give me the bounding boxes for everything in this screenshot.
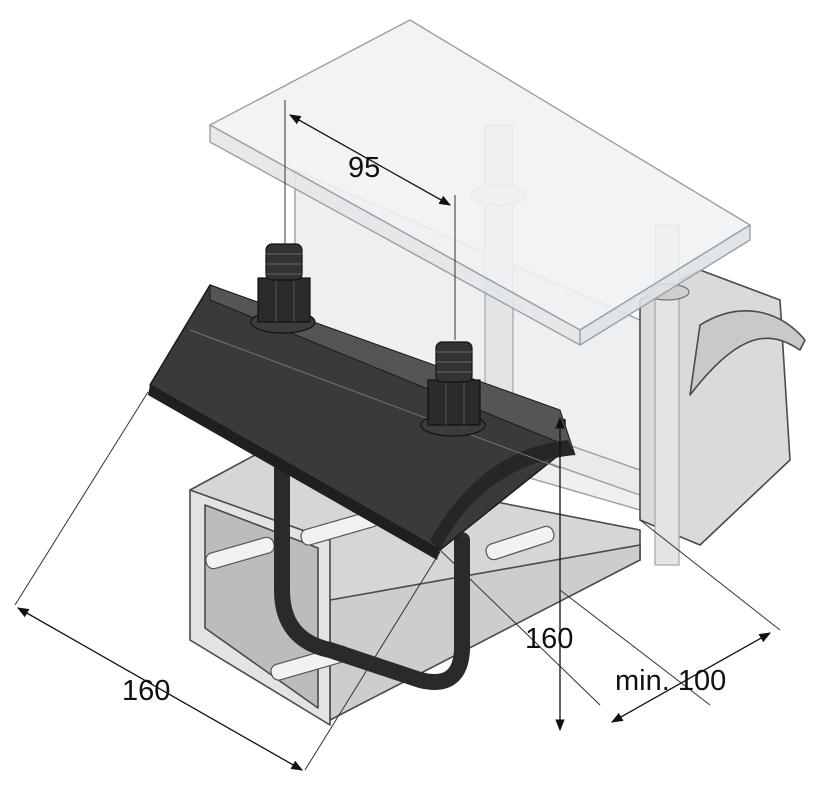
clamp-plate-edge [148, 385, 440, 560]
tube-slot [205, 536, 275, 570]
tube-slot [485, 525, 555, 561]
dim-line-95 [288, 114, 452, 206]
dimension-95: 95 [284, 100, 456, 340]
beam-top-flange-edge-right [579, 224, 751, 346]
dim-label-160-width: 160 [122, 675, 170, 707]
bolt-left [250, 243, 316, 334]
bolt-thread [265, 243, 303, 281]
dim-line-160-width [16, 607, 304, 771]
rear-clamp-lip [689, 310, 806, 396]
hex-nut [427, 379, 481, 426]
dim-label-min-100: min. 100 [615, 665, 726, 697]
dim-label-160-height: 160 [525, 623, 573, 655]
dimension-160-height: 160 [439, 416, 601, 732]
hex-nut [257, 277, 311, 323]
dim-label-95: 95 [348, 152, 380, 184]
dimension-min-100: min. 100 [559, 519, 781, 723]
dim-line-min-100 [610, 632, 772, 723]
bolt-right [420, 341, 486, 437]
plate-center-line [189, 329, 561, 469]
dimension-160-width: 160 [14, 391, 441, 771]
